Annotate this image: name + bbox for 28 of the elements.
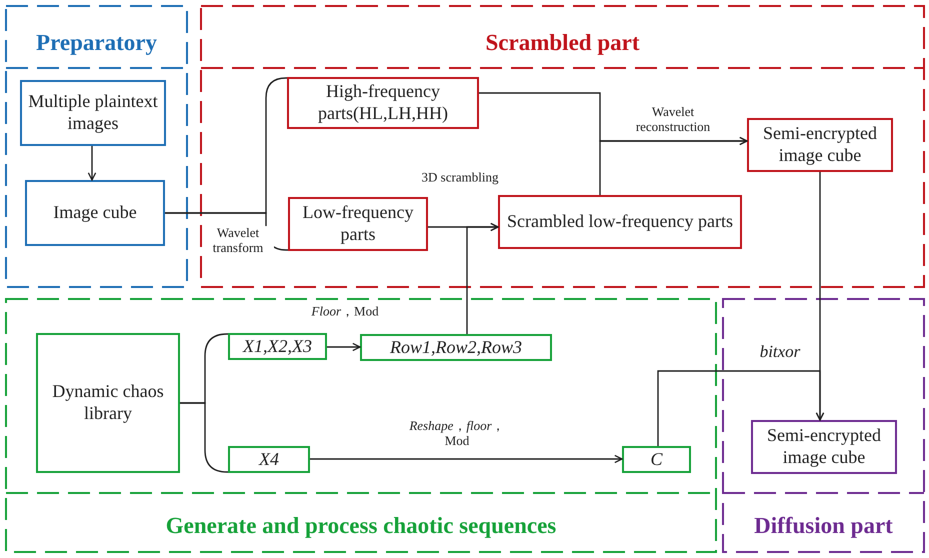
process-box: Multiple plaintext images (20, 80, 166, 146)
connector-arrow (310, 454, 623, 464)
process-box: Image cube (25, 180, 165, 246)
connector-arrow (327, 342, 361, 352)
dashed-panel (5, 5, 188, 288)
edge-label: Floor，Mod (310, 304, 380, 320)
connector-arrow (88, 146, 96, 181)
connector-arrow (657, 370, 824, 446)
process-box: Dynamic chaos library (36, 333, 180, 473)
process-box: Low-frequency parts (288, 197, 428, 251)
connector-arrow (466, 222, 499, 334)
panel-heading: Generate and process chaotic sequences (166, 512, 556, 540)
process-box: Scrambled low-frequency parts (498, 195, 742, 249)
panel-heading: Diffusion part (754, 512, 893, 540)
process-box: X4 (228, 446, 310, 473)
edge-label: 3D scrambling (420, 170, 500, 186)
process-box: High-frequency parts(HL,LH,HH) (287, 77, 479, 129)
connector-arrow (599, 136, 748, 195)
dashed-panel (5, 298, 717, 553)
process-box: C (622, 446, 691, 473)
panel-heading: Preparatory (36, 29, 157, 57)
process-box: Semi-encrypted image cube (751, 420, 897, 474)
process-box: X1,X2,X3 (228, 333, 327, 360)
dashed-panel (722, 298, 925, 553)
process-box: Row1,Row2,Row3 (360, 334, 552, 361)
panel-heading: Scrambled part (486, 29, 640, 57)
dashed-panel (200, 5, 925, 288)
process-box: Semi-encrypted image cube (747, 118, 893, 172)
